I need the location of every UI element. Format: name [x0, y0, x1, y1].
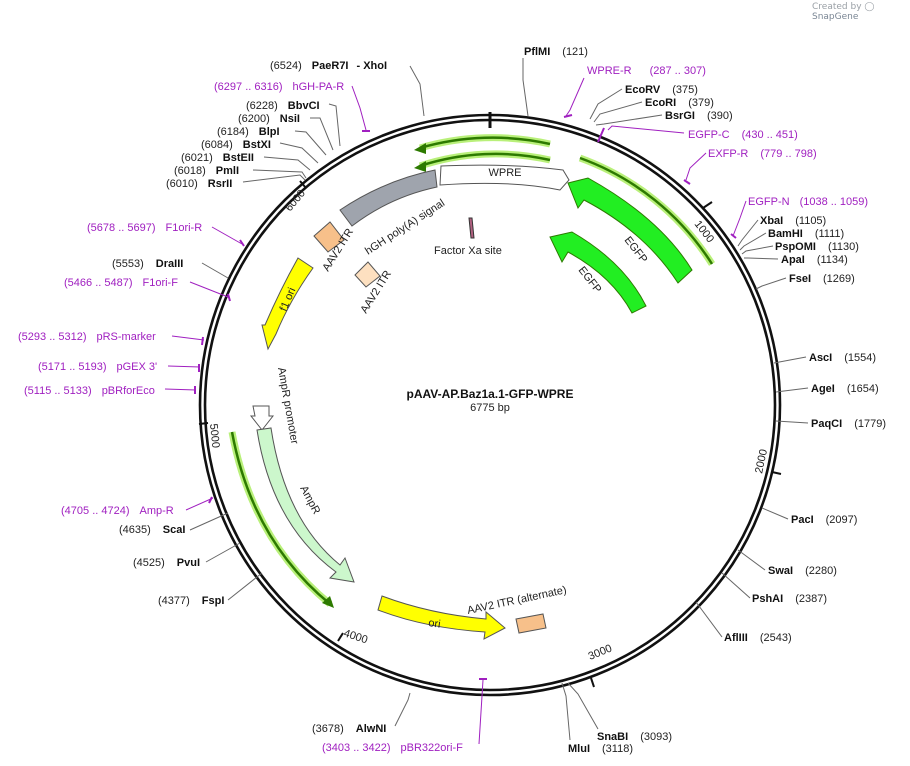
primer-f1ori-f: (5466 .. 5487)F1ori-F — [64, 277, 178, 289]
plasmid-size: 6775 bp — [470, 402, 510, 414]
site-apai: ApaI(1134) — [781, 254, 848, 266]
site-asci: AscI(1554) — [809, 352, 876, 364]
site-pmli: (6018)PmlI — [174, 165, 239, 177]
plasmid-name: pAAV-AP.Baz1a.1-GFP-WPRE — [407, 387, 574, 401]
tick-label-3000: 3000 — [587, 642, 614, 662]
site-mlui: MluI(3118) — [568, 743, 633, 755]
primer-prs-marker: (5293 .. 5312)pRS-marker — [18, 331, 156, 343]
tick-label-5000: 5000 — [207, 423, 221, 449]
primer-labels: WPRE-R(287 .. 307) EGFP-C(430 .. 451) EX… — [18, 65, 868, 754]
tick-mark-2000 — [771, 471, 782, 475]
feature-label-factor-xa: Factor Xa site — [434, 245, 502, 257]
feature-aav2-itr-1: AAV2 ITR — [313, 221, 356, 274]
primer-marks — [194, 114, 737, 680]
site-pspomi: PspOMI(1130) — [775, 241, 859, 253]
orf-left-arc — [228, 431, 334, 608]
site-alwni: (3678)AlwNI — [312, 723, 386, 735]
site-fsei: FseI(1269) — [789, 273, 855, 285]
feature-hgh-polya: hGH poly(A) signal — [339, 169, 447, 258]
tick-mark-3000 — [590, 677, 595, 688]
site-pshai: PshAI(2387) — [752, 593, 827, 605]
snapgene-logo-icon: ◯ — [864, 2, 875, 12]
site-draiii: (5553)DraIII — [112, 258, 183, 270]
feature-label-ampr: AmpR — [297, 484, 322, 517]
tick-mark-1000 — [702, 201, 713, 209]
site-bsteii: (6021)BstEII — [181, 152, 254, 164]
credit-text: Created by — [812, 2, 862, 12]
site-bstxi: (6084)BstXI — [201, 139, 271, 151]
orf-outer-arrows — [414, 134, 715, 266]
tick-mark-5000 — [198, 422, 209, 425]
site-paer7i-xhoi: (6524)PaeR7I- XhoI — [270, 60, 387, 72]
site-snabi: SnaBI(3093) — [597, 731, 672, 743]
site-swai: SwaI(2280) — [768, 565, 837, 577]
feature-label-itr-alt: AAV2 ITR (alternate) — [466, 584, 568, 617]
feature-ori: ori — [377, 595, 506, 640]
credit-brand: SnapGene — [812, 12, 859, 22]
site-fspi: (4377)FspI — [158, 595, 224, 607]
site-bbvci: (6228)BbvCI — [246, 100, 320, 112]
primer-wpre-r: WPRE-R(287 .. 307) — [587, 65, 706, 77]
site-bsrgi: BsrGI(390) — [665, 110, 733, 122]
feature-factor-xa: Factor Xa site — [434, 217, 502, 257]
site-xbai: XbaI(1105) — [760, 215, 826, 227]
primer-leader-lines — [164, 77, 747, 745]
feature-label-ori: ori — [428, 617, 442, 631]
feature-f1-ori: f1 ori — [261, 257, 314, 351]
primer-amp-r: (4705 .. 4724)Amp-R — [61, 505, 174, 517]
site-scai: (4635)ScaI — [119, 524, 185, 536]
primer-f1ori-r: (5678 .. 5697)F1ori-R — [87, 222, 202, 234]
primer-pbr322ori-f: (3403 .. 3422)pBR322ori-F — [322, 742, 463, 754]
primer-egfp-n: EGFP-N(1038 .. 1059) — [748, 196, 868, 208]
tick-mark-4000 — [337, 632, 344, 642]
site-aflIII: AflIII(2543) — [724, 632, 792, 644]
site-rsrii: (6010)RsrII — [166, 178, 232, 190]
feature-label-ampr-promoter: AmpR promoter — [275, 366, 300, 445]
tick-label-6000: 6000 — [283, 187, 308, 213]
site-pvui: (4525)PvuI — [133, 557, 200, 569]
feature-aav2-itr-2: AAV2 ITR — [354, 261, 394, 316]
site-nsii: (6200)NsiI — [238, 113, 300, 125]
site-paqci: PaqCI(1779) — [811, 418, 886, 430]
primer-pbrforeco: (5115 .. 5133)pBRforEco — [24, 385, 155, 397]
site-ecorv: EcoRV(375) — [625, 84, 698, 96]
feature-label-wpre: WPRE — [489, 167, 522, 179]
primer-exfp-r: EXFP-R(779 .. 798) — [708, 148, 817, 160]
tick-mark-6000 — [299, 180, 307, 189]
site-paci: PacI(2097) — [791, 514, 857, 526]
site-blpi: (6184)BlpI — [217, 126, 280, 138]
site-labels-left: (3678)AlwNI (4377)FspI (4525)PvuI (4635)… — [112, 60, 387, 735]
site-leader-lines — [189, 58, 809, 741]
site-labels-right: PflMI(121) EcoRV(375) EcoRI(379) BsrGI(3… — [524, 46, 886, 755]
primer-pgex-3: (5171 .. 5193)pGEX 3' — [38, 361, 157, 373]
feature-wpre: WPRE — [439, 164, 570, 191]
site-ecori: EcoRI(379) — [645, 97, 714, 109]
primer-egfp-c: EGFP-C(430 .. 451) — [688, 129, 798, 141]
snapgene-credit: Created by ◯ SnapGene — [812, 2, 910, 22]
site-bamhi: BamHI(1111) — [768, 228, 844, 240]
site-pflmi: PflMI(121) — [524, 46, 588, 58]
feature-ampr: AmpR — [256, 427, 355, 583]
tick-label-2000: 2000 — [753, 448, 770, 474]
primer-hgh-pa-r: (6297 .. 6316)hGH-PA-R — [214, 81, 344, 93]
tick-label-4000: 4000 — [342, 627, 369, 646]
site-agei: AgeI(1654) — [811, 383, 879, 395]
